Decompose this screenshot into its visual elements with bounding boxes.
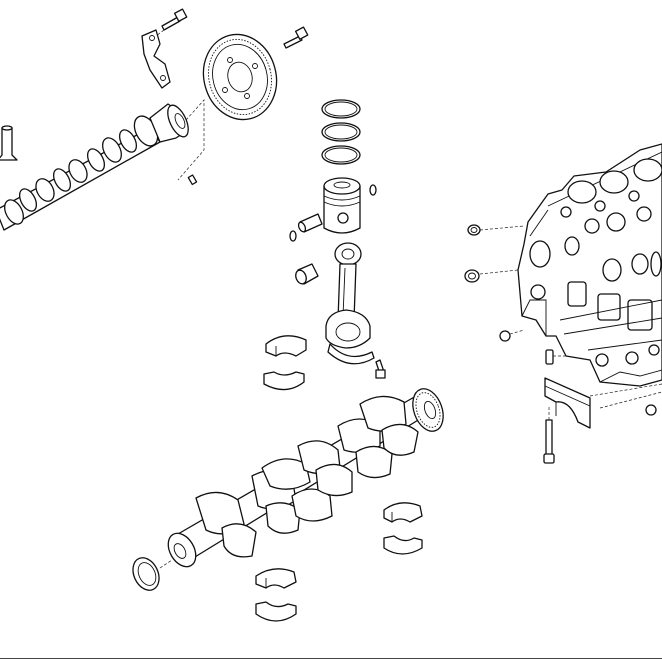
piston-ring — [321, 145, 361, 165]
piston-pin — [297, 213, 323, 233]
main-bearing — [383, 535, 423, 555]
bolt — [543, 419, 555, 464]
main-bearing — [255, 568, 297, 589]
circlip — [289, 230, 297, 242]
bottom-border — [0, 658, 662, 659]
bolt — [161, 8, 188, 31]
main-bearing-cap — [544, 377, 591, 429]
bolt — [375, 359, 386, 379]
thrust-plate — [141, 29, 171, 89]
piston-ring — [321, 99, 361, 119]
circlip — [369, 184, 377, 196]
piston — [323, 177, 361, 234]
plug — [645, 404, 657, 416]
main-bearing — [383, 502, 423, 523]
crankshaft-gear — [412, 388, 444, 432]
key-pin — [187, 174, 198, 186]
connecting-rod — [325, 242, 375, 365]
connecting-rod-bearing — [263, 371, 305, 391]
camshaft — [0, 103, 189, 231]
tappet — [0, 125, 18, 161]
leader-line — [177, 99, 205, 181]
main-bearing — [255, 601, 297, 622]
engine-block — [517, 143, 662, 387]
piston-ring — [321, 122, 361, 142]
connecting-rod-bearing — [265, 335, 307, 357]
crankshaft — [167, 395, 429, 568]
plug — [499, 330, 511, 342]
plug — [467, 224, 481, 236]
bolt — [283, 26, 309, 49]
small-end-bushing — [295, 263, 319, 285]
dowel-pin — [545, 349, 554, 365]
plug — [464, 269, 480, 283]
seal-ring — [132, 557, 160, 591]
camshaft-gear — [202, 33, 278, 121]
